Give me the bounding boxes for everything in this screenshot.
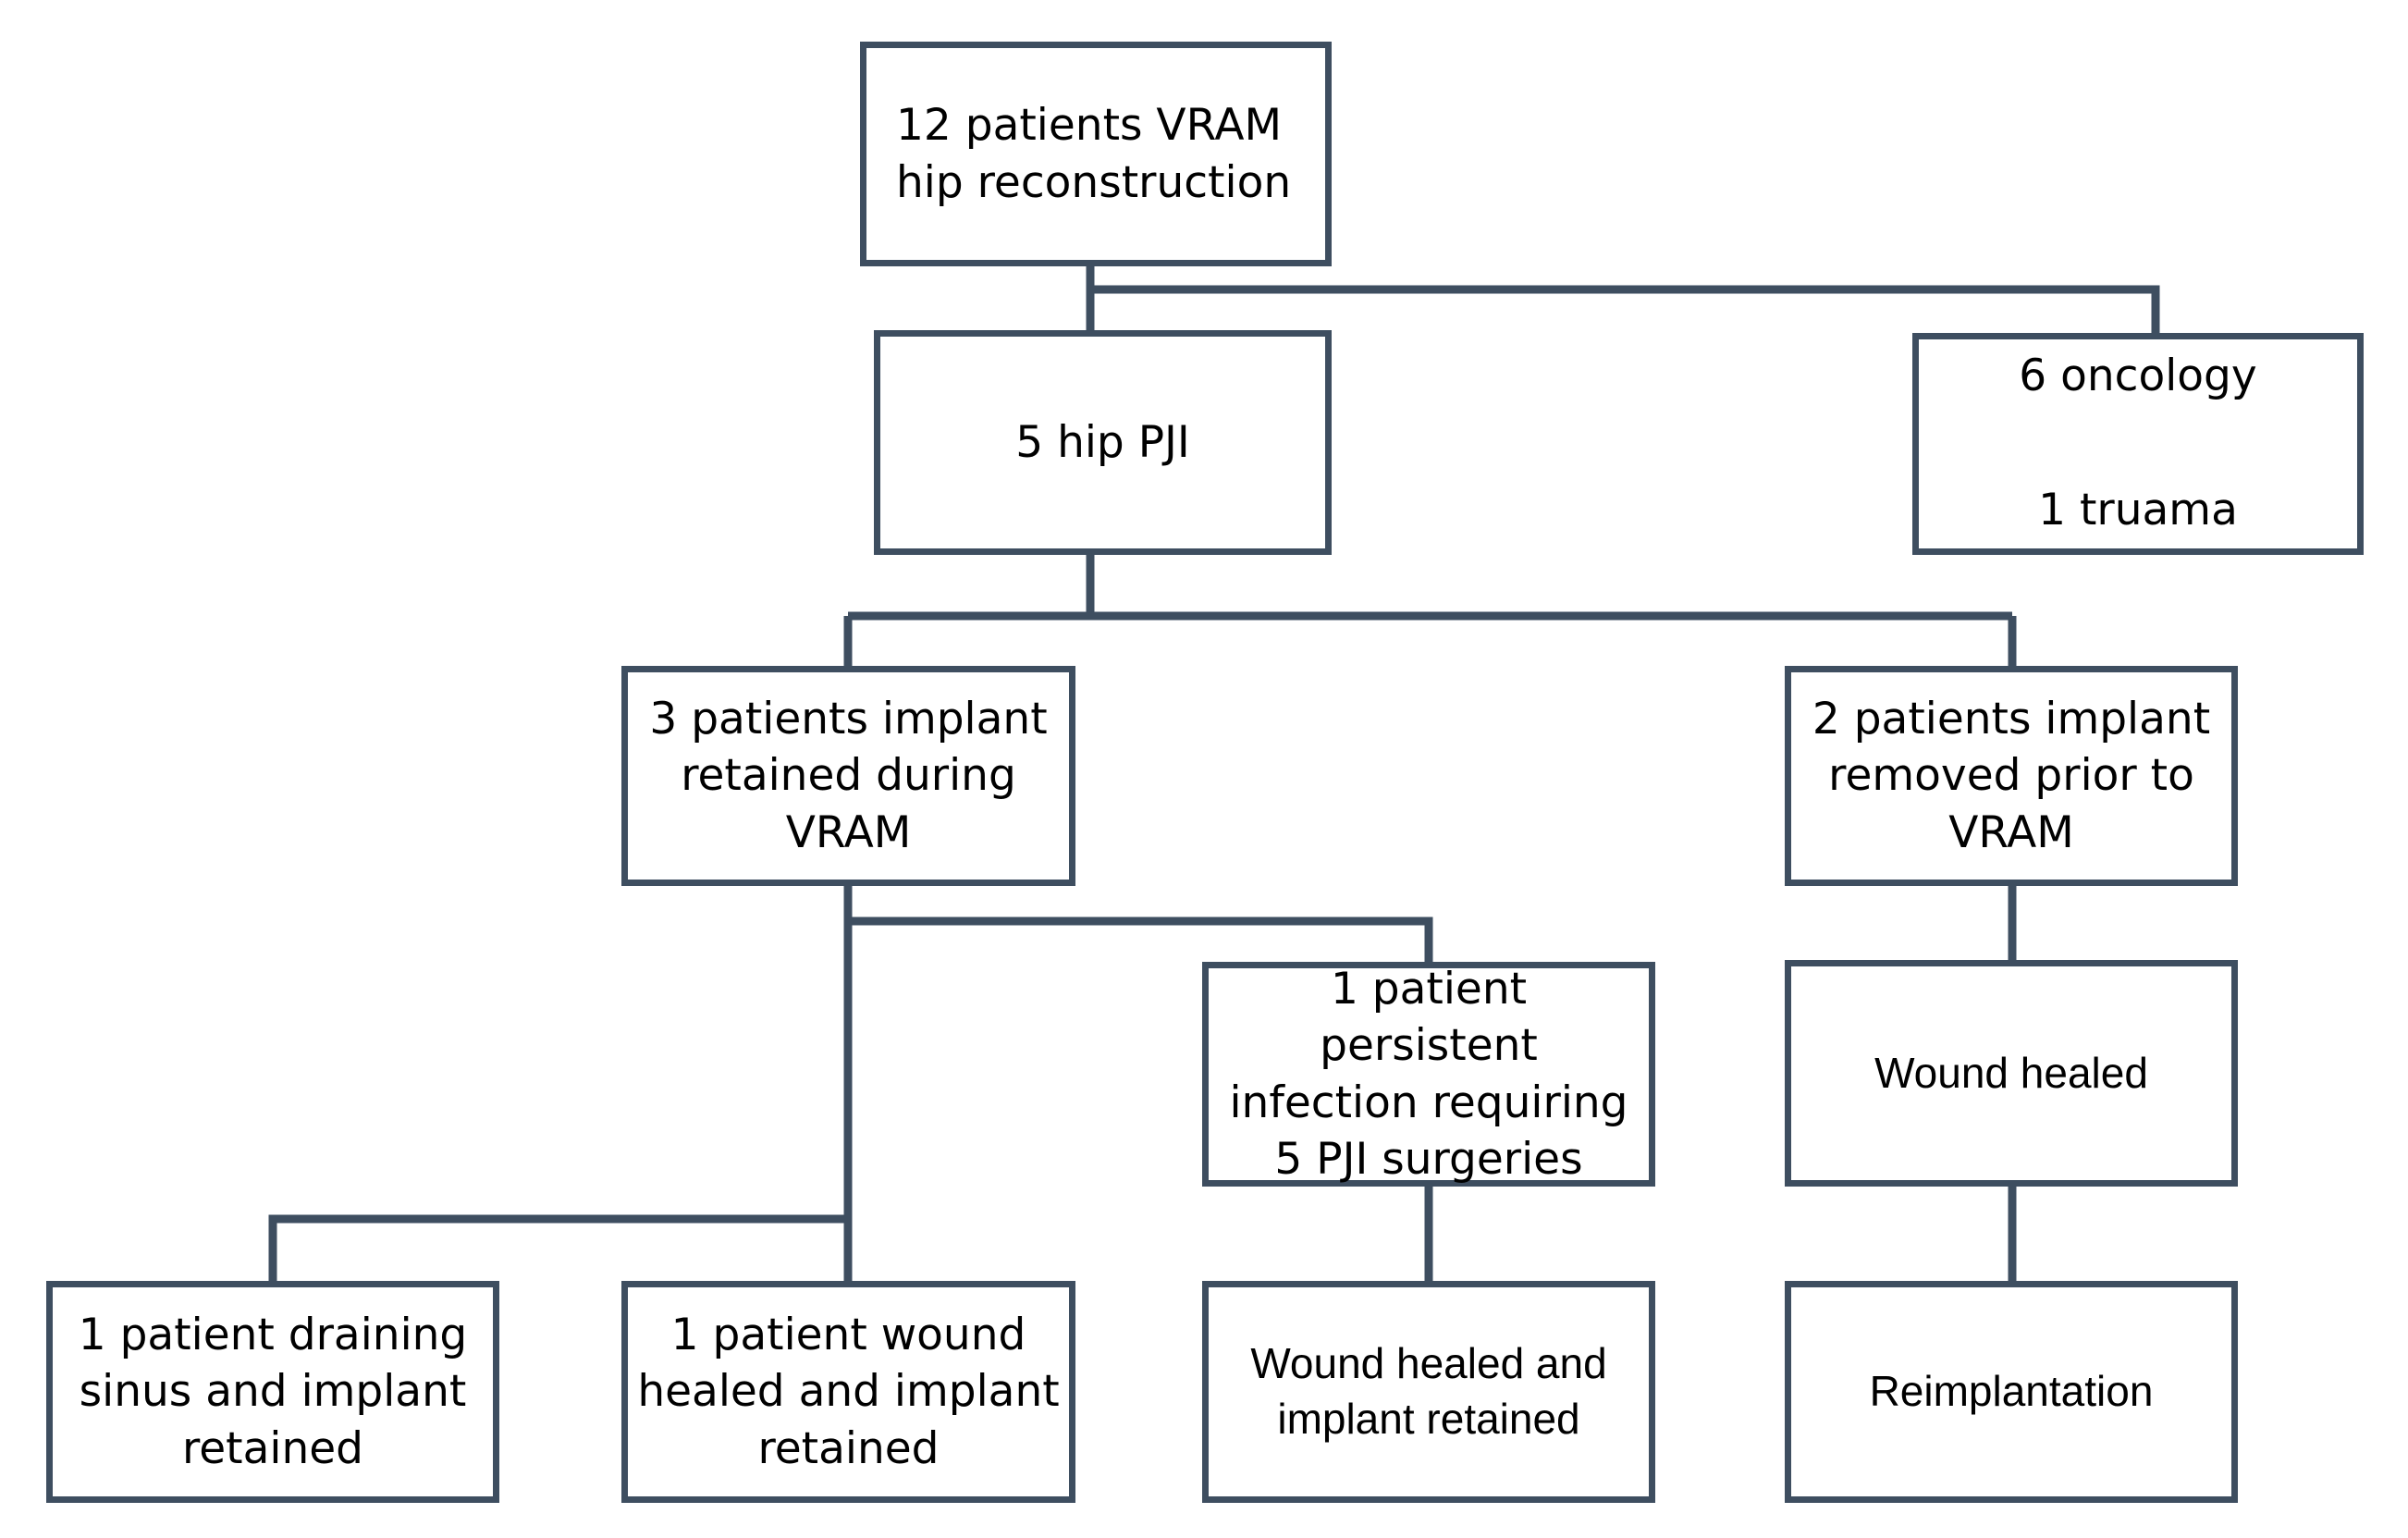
reimplantation-label: Reimplantation	[1869, 1367, 2154, 1416]
implant-retained-during-vram: 3 patients implant retained during VRAM	[621, 666, 1075, 886]
vram-hip-reconstruction-cohort-label: 12 patients VRAM hip reconstruction	[896, 100, 1292, 208]
wound-healed-and-implant-retained-label: Wound healed and implant retained	[1250, 1339, 1607, 1443]
hip-pji-group-label: 5 hip PJI	[1015, 416, 1190, 468]
oncology-trauma-group-label: 6 oncology 1 truama	[2019, 350, 2257, 536]
wound-healed-implant-retained-left-label: 1 patient wound healed and implant retai…	[637, 1310, 1060, 1474]
draining-sinus-implant-retained-label: 1 patient draining sinus and implant ret…	[78, 1310, 468, 1474]
wound-healed-and-implant-retained: Wound healed and implant retained	[1202, 1281, 1655, 1503]
wound-healed-label: Wound healed	[1874, 1048, 2148, 1097]
edge-implant-retained-to-draining-sinus	[268, 1214, 848, 1281]
persistent-infection-five-surgeries: 1 patient persistent infection requiring…	[1202, 962, 1655, 1187]
wound-healed-implant-retained-left: 1 patient wound healed and implant retai…	[621, 1281, 1075, 1503]
oncology-trauma-group: 6 oncology 1 truama	[1912, 333, 2364, 555]
persistent-infection-five-surgeries-label: 1 patient persistent infection requiring…	[1229, 964, 1628, 1185]
hip-pji-group: 5 hip PJI	[874, 330, 1332, 555]
implant-removed-prior-to-vram: 2 patients implant removed prior to VRAM	[1785, 666, 2238, 886]
draining-sinus-implant-retained: 1 patient draining sinus and implant ret…	[46, 1281, 499, 1503]
edge-implant-retained-to-persistent-infection	[848, 917, 1433, 962]
wound-healed: Wound healed	[1785, 960, 2238, 1187]
implant-retained-during-vram-label: 3 patients implant retained during VRAM	[649, 694, 1048, 858]
reimplantation: Reimplantation	[1785, 1281, 2238, 1503]
vram-hip-reconstruction-cohort: 12 patients VRAM hip reconstruction	[860, 42, 1332, 266]
edge-root-to-oncology-trauma	[1090, 285, 2160, 333]
implant-removed-prior-to-vram-label: 2 patients implant removed prior to VRAM	[1812, 694, 2211, 858]
